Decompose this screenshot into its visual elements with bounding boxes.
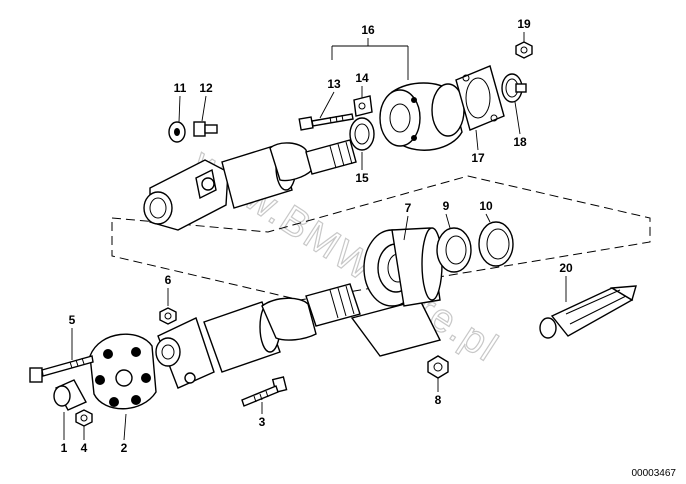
lock-plate-14 xyxy=(353,95,373,117)
sleeve-1 xyxy=(53,379,87,411)
callout-1: 1 xyxy=(61,441,68,455)
callout-10: 10 xyxy=(479,199,493,213)
callout-5: 5 xyxy=(69,313,76,327)
flex-disc-16 xyxy=(379,82,465,151)
nut-4 xyxy=(75,409,93,427)
callout-9: 9 xyxy=(443,199,450,213)
callout-2: 2 xyxy=(121,441,128,455)
callout-16: 16 xyxy=(361,23,375,37)
plate-17 xyxy=(455,65,505,131)
callout-6: 6 xyxy=(165,273,172,287)
ring-10 xyxy=(478,221,514,267)
bolt-3 xyxy=(241,376,288,407)
callout-12: 12 xyxy=(199,81,213,95)
callout-19: 19 xyxy=(517,17,531,31)
callout-13: 13 xyxy=(327,77,341,91)
callout-11: 11 xyxy=(174,81,187,95)
lower-propshaft xyxy=(155,283,361,389)
bolt-13 xyxy=(298,113,354,131)
leader-lines xyxy=(63,32,567,441)
subassembly-outline xyxy=(111,175,651,301)
nut-19 xyxy=(515,41,533,59)
flex-disc-2 xyxy=(89,333,157,410)
bolt-12 xyxy=(193,121,218,137)
ring-9 xyxy=(436,227,472,273)
bolt-5 xyxy=(29,355,94,383)
nut-8 xyxy=(427,355,449,379)
clip-15 xyxy=(349,117,375,151)
callout-15: 15 xyxy=(355,171,369,185)
clamp-18 xyxy=(501,73,527,103)
nut-6 xyxy=(159,307,177,325)
callouts: 1 2 3 4 5 6 7 8 9 10 11 12 13 14 15 16 1… xyxy=(61,17,573,455)
document-number: 00003467 xyxy=(632,468,677,479)
callout-18: 18 xyxy=(513,135,527,149)
callout-20: 20 xyxy=(559,261,573,275)
callout-17: 17 xyxy=(471,151,485,165)
callout-3: 3 xyxy=(259,415,266,429)
callout-14: 14 xyxy=(355,71,369,85)
callout-7: 7 xyxy=(405,201,412,215)
callout-8: 8 xyxy=(435,393,442,407)
callout-4: 4 xyxy=(81,441,88,455)
washer-11 xyxy=(168,121,186,143)
center-bearing-7 xyxy=(350,227,443,357)
grease-tube-20 xyxy=(539,285,637,339)
upper-propshaft xyxy=(143,139,357,231)
